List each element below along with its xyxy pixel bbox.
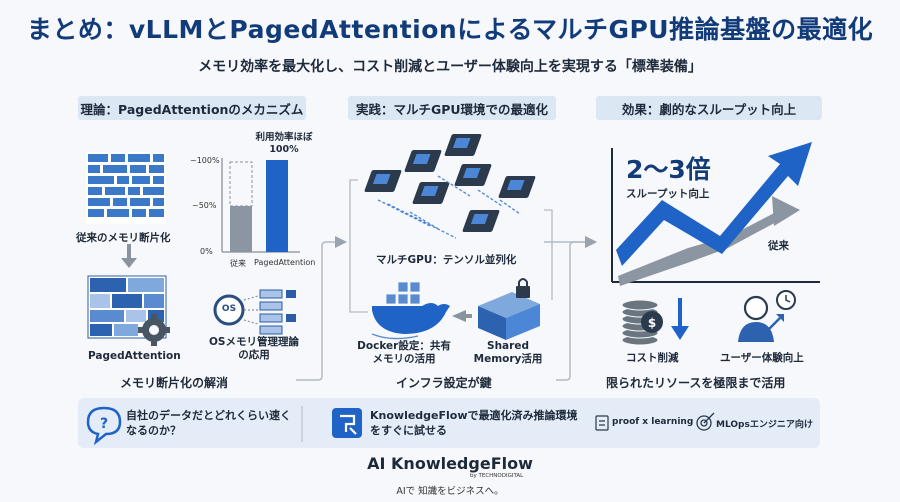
gear-icon (138, 314, 170, 346)
os-label: OS (221, 304, 237, 314)
footer-bar (78, 398, 820, 448)
growth-arrow-blue (616, 142, 812, 266)
question-icon: ? (86, 406, 122, 446)
target-icon (696, 412, 715, 431)
svg-text:?: ? (100, 416, 108, 432)
brand-by: by TECHNODIGITAL (470, 473, 524, 479)
fragmented-memory-icon (86, 152, 166, 224)
bidirectional-arrow (452, 310, 472, 322)
transform-arrow-down (121, 244, 137, 268)
os-caption: OSメモリ管理理論の応用 (209, 336, 299, 361)
gpu-chip (364, 170, 402, 192)
section-header-theory: 理論：PagedAttentionのメカニズム (78, 96, 306, 120)
footer-question: 自社のデータだとどれくらい速くなるのか？ (126, 409, 291, 437)
down-arrow-icon (671, 298, 689, 340)
fragmented-memory-label: 従来のメモリ断片化 (76, 232, 171, 244)
paged-memory-icon (87, 275, 167, 339)
cost-label: コスト削減 (626, 352, 679, 364)
practice-inner-lines (349, 179, 553, 313)
checklist-icon (595, 415, 609, 431)
gpu-chip (498, 176, 536, 198)
practice-footer: インフラ設定が鍵 (396, 376, 492, 390)
shared-memory-caption: Shared Memory活用 (473, 340, 543, 365)
paged-attention-label: PagedAttention (88, 350, 181, 362)
flow-connector-1 (296, 236, 347, 381)
tick-0: 0% (200, 247, 213, 256)
bar-conventional (230, 206, 252, 252)
gpu-cluster-icon (364, 134, 536, 239)
bar-paged (266, 160, 288, 252)
footer-cta[interactable]: KnowledgeFlowで最適化済み推論環境をすぐに試せる (370, 409, 578, 437)
bar-label-paged: PagedAttention (254, 258, 316, 267)
shared-memory-icon (478, 278, 540, 340)
utilization-chart (221, 158, 300, 253)
tick-100: ~100% (190, 156, 220, 165)
gpu-chip (454, 164, 492, 186)
baseline-label: 従来 (768, 240, 789, 252)
section-header-effect: 効果：劇的なスループット向上 (596, 96, 822, 120)
theory-footer: メモリ断片化の解消 (120, 376, 229, 390)
page-title: まとめ：vLLMとPagedAttentionによるマルチGPU推論基盤の最適化 (26, 15, 874, 44)
knowledgeflow-app-icon (332, 408, 362, 438)
page-subtitle: メモリ効率を最大化し、コスト削減とユーザー体験向上を実現する「標準装備」 (198, 59, 702, 75)
growth-arrow-gray (618, 210, 780, 286)
docker-caption: Docker設定：共有メモリの活用 (357, 340, 451, 365)
throughput-label: スループット向上 (626, 188, 710, 200)
bar-label-conventional: 従来 (230, 259, 246, 268)
cost-coins-icon: $ (621, 298, 689, 346)
gpu-chip (412, 182, 450, 204)
bar-empty-outline (229, 161, 253, 207)
gpu-chip (444, 134, 482, 156)
tick-50: ~50% (192, 201, 217, 210)
growth-chart-icon (611, 142, 820, 286)
gpu-chip (462, 210, 500, 232)
svg-text:$: $ (648, 316, 656, 330)
lock-icon (516, 278, 530, 298)
effect-footer: 限られたリソースを極限まで活用 (606, 376, 786, 390)
brand-logo: AI KnowledgeFlow (367, 454, 533, 473)
docker-whale-icon (371, 281, 450, 340)
ux-label: ユーザー体験向上 (720, 352, 804, 364)
gpu-caption: マルチGPU：テンソル並列化 (376, 254, 517, 266)
os-memory-icon (213, 289, 296, 335)
footer-tag-mlops: MLOpsエンジニア向け (716, 420, 813, 430)
footer-tag-proof: proof x learning (612, 417, 694, 427)
section-header-practice: 実践：マルチGPU環境での最適化 (348, 96, 556, 120)
user-clock-icon (738, 290, 796, 342)
utilization-label: 利用効率ほぼ100% (255, 132, 313, 155)
throughput-multiplier: 2〜3倍 (626, 155, 711, 184)
gpu-chip (404, 150, 442, 172)
brand-tagline: AIで 知識をビジネスへ。 (396, 486, 504, 497)
